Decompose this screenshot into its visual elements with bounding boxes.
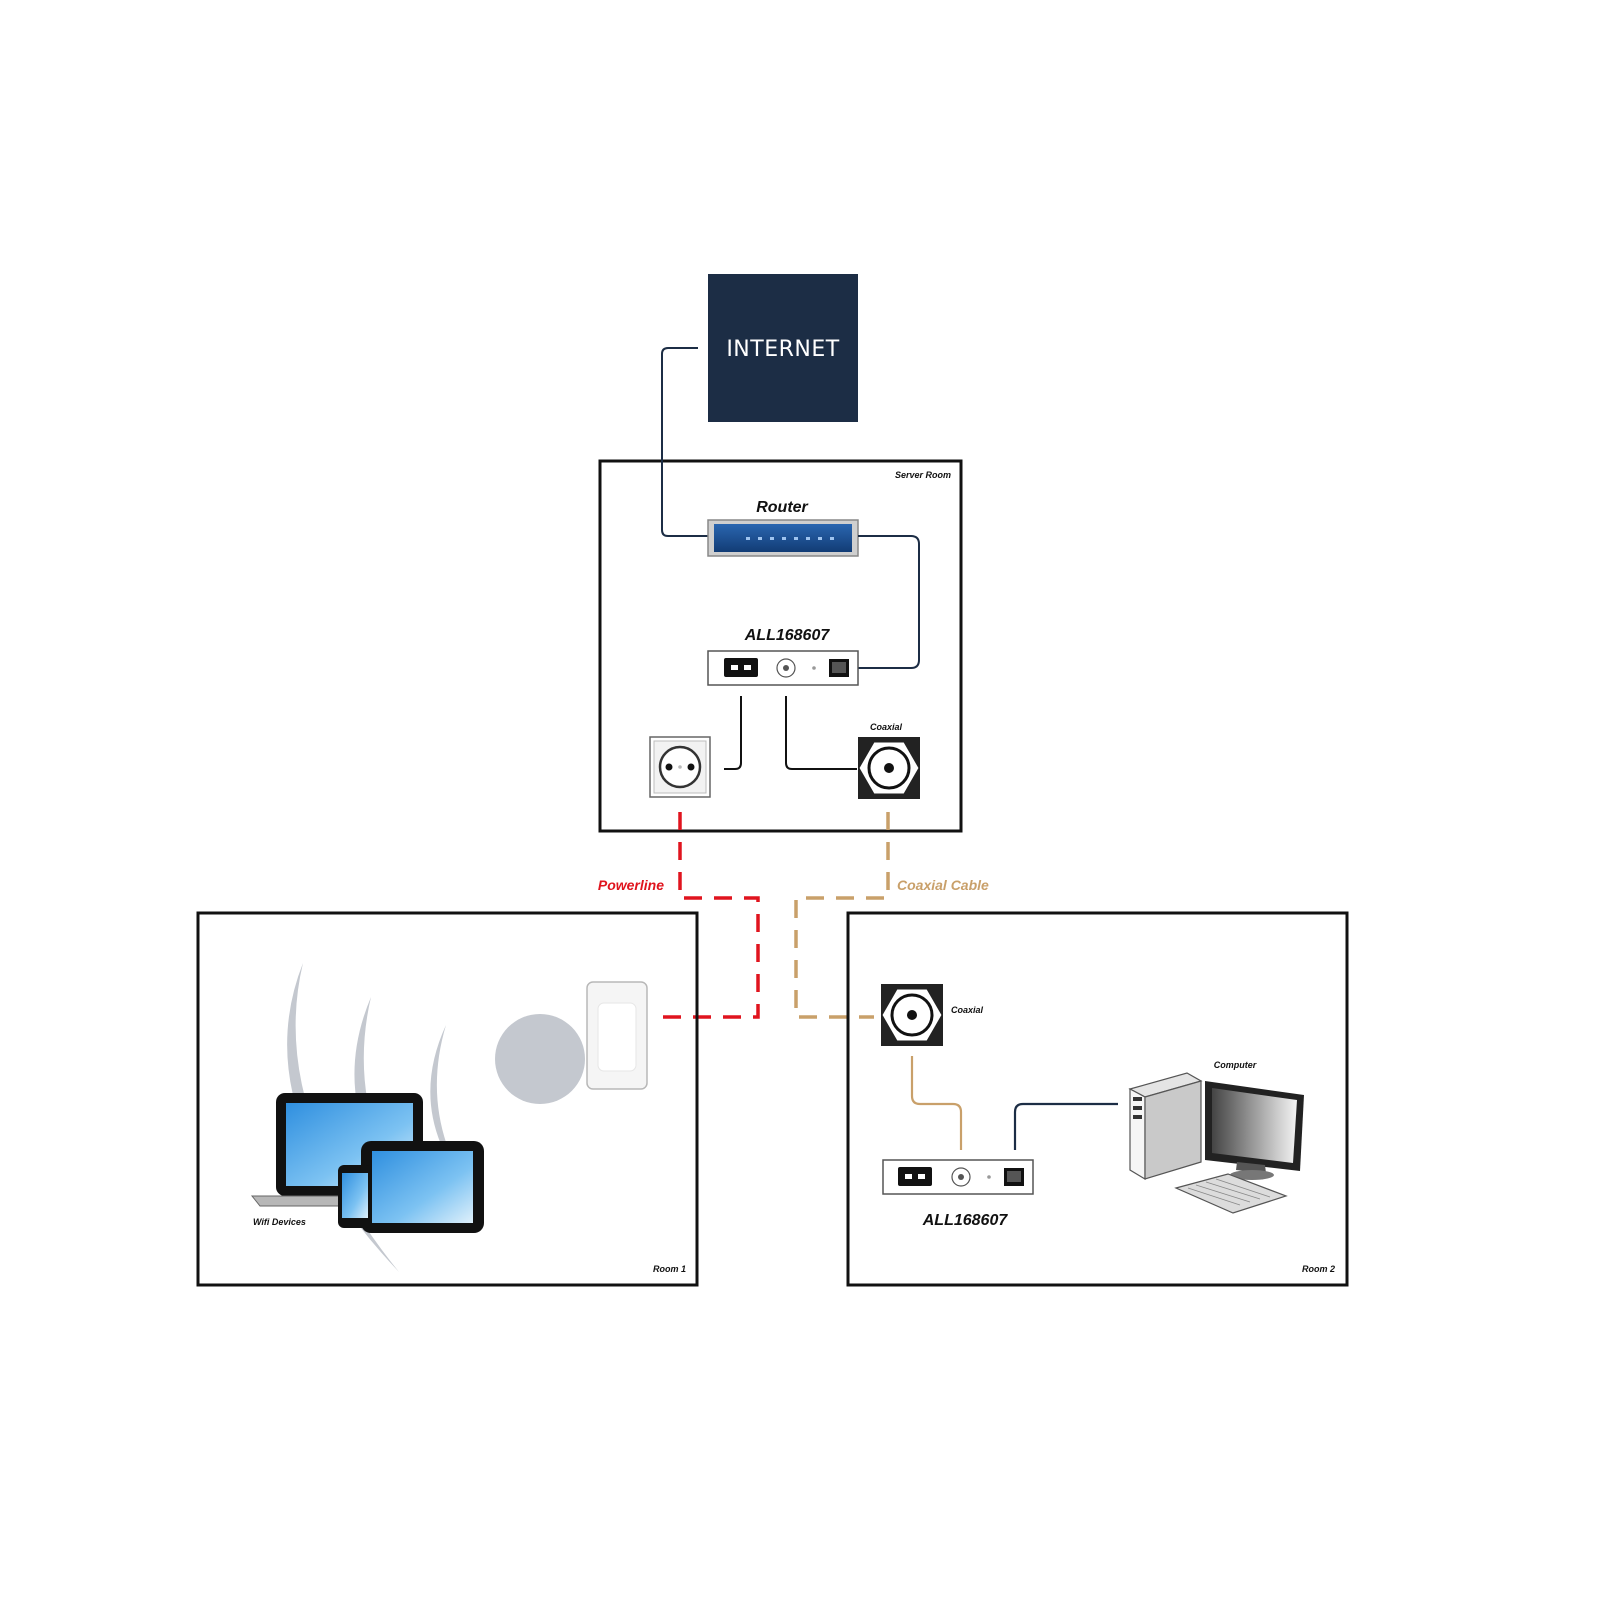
adapter-room2-label: ALL168607	[922, 1212, 1009, 1229]
keyboard-keys	[1187, 1178, 1271, 1206]
adapter-computer-cable	[1013, 1102, 1118, 1150]
room-1: Room 1	[196, 911, 699, 1287]
powerline-wifi-adapter	[586, 981, 648, 1090]
status-led-icon-room2	[987, 1175, 991, 1179]
internet-cloud: INTERNET	[708, 274, 858, 422]
powerline-label: Powerline	[598, 877, 664, 893]
coaxial-room2-label: Coaxial	[951, 1005, 984, 1015]
adapter-coax-cable	[785, 696, 857, 770]
tablet-icon	[361, 1141, 484, 1233]
power-inlet-icon-room2	[898, 1167, 932, 1186]
adapter-room2: ALL168607	[882, 1159, 1034, 1229]
adapter-server-label: ALL168607	[744, 627, 831, 644]
router-device: Router	[707, 499, 859, 557]
room-1-title: Room 1	[653, 1264, 686, 1274]
coaxial-socket-server: Coaxial	[858, 722, 920, 799]
coax-port-icon	[776, 658, 796, 678]
computer-icon: Computer	[1128, 1060, 1304, 1214]
room-2-title: Room 2	[1302, 1264, 1335, 1274]
status-led-icon	[812, 666, 816, 670]
router-adapter-cable	[858, 535, 920, 669]
powerline-link	[655, 812, 760, 1019]
coaxial-cable-label: Coaxial Cable	[897, 877, 989, 893]
coax-adapter-cable-room2	[910, 1056, 963, 1150]
coaxial-server-label: Coaxial	[870, 722, 903, 732]
signal-source-icon	[495, 1014, 585, 1104]
internet-router-cable	[661, 347, 708, 537]
wifi-devices-label: Wifi Devices	[253, 1217, 306, 1227]
server-room-title: Server Room	[895, 470, 951, 480]
server-room: Server Room	[598, 459, 963, 833]
ethernet-port-icon-room2	[1004, 1168, 1024, 1186]
router-label: Router	[756, 499, 808, 516]
ethernet-port-icon	[829, 659, 849, 677]
wall-power-socket	[649, 736, 711, 798]
computer-label: Computer	[1214, 1060, 1257, 1070]
power-inlet-icon	[724, 658, 758, 677]
internet-label: INTERNET	[726, 337, 839, 362]
coaxial-socket-room2: Coaxial	[881, 984, 984, 1046]
room-2: Room 2	[846, 911, 1349, 1287]
coax-port-icon-room2	[951, 1167, 971, 1187]
router-port-leds	[746, 537, 834, 540]
adapter-server-room: ALL168607	[707, 627, 859, 686]
adapter-socket-cable	[724, 696, 742, 770]
smartphone-icon	[338, 1165, 372, 1228]
